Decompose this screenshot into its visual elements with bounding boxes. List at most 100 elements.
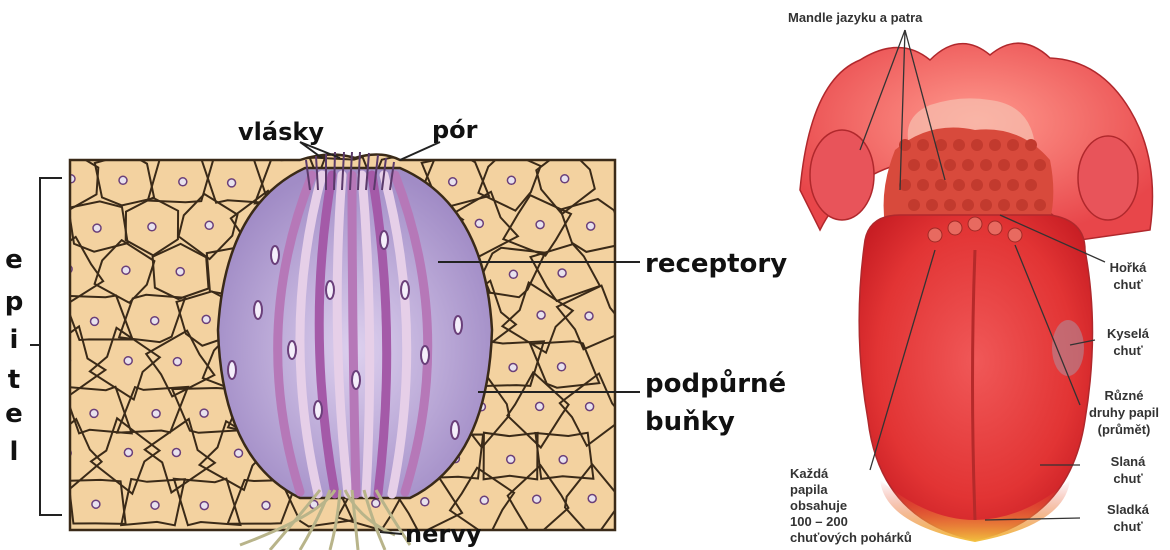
root-bump — [917, 139, 929, 151]
root-bump — [926, 199, 938, 211]
cell-nucleus — [151, 317, 159, 325]
cell-nucleus — [533, 495, 541, 503]
cell-nucleus — [372, 499, 380, 507]
cell-nucleus — [537, 311, 545, 319]
root-bump — [989, 179, 1001, 191]
root-bump — [1016, 199, 1028, 211]
label-sour-2: chuť — [1113, 343, 1143, 358]
label-receptors: receptory — [645, 249, 787, 279]
root-bump — [962, 159, 974, 171]
label-each-1: Každá — [790, 466, 829, 481]
root-bump — [908, 199, 920, 211]
epitel-letter: i — [10, 325, 19, 355]
cell-nucleus — [558, 269, 566, 277]
epitel-letter: l — [10, 437, 19, 467]
label-bitter-2: chuť — [1113, 277, 1143, 292]
root-bump — [1025, 139, 1037, 151]
label-sour-1: Kyselá — [1107, 326, 1150, 341]
root-bump — [953, 179, 965, 191]
tongue-figure: Mandle jazyku a patra Hořká chuť Kyselá … — [788, 10, 1159, 545]
root-bump — [926, 159, 938, 171]
cell-nucleus — [172, 449, 180, 457]
cell-nucleus — [558, 363, 566, 371]
cell-nucleus — [148, 223, 156, 231]
epitel-letter: t — [8, 365, 20, 395]
cell-nucleus — [202, 315, 210, 323]
root-bump — [998, 159, 1010, 171]
root-bump — [944, 159, 956, 171]
tonsil-right — [1078, 136, 1138, 220]
root-bump — [1034, 199, 1046, 211]
epitel-label: e p i t e l — [5, 245, 24, 467]
cell-nucleus — [205, 221, 213, 229]
cell-nucleus — [588, 495, 596, 503]
label-sweet-1: Sladká — [1107, 502, 1150, 517]
cell-nucleus — [585, 312, 593, 320]
root-bump — [1034, 159, 1046, 171]
cell-nucleus — [475, 219, 483, 227]
cell-nucleus — [509, 364, 517, 372]
label-bitter-1: Hořká — [1110, 260, 1148, 275]
root-bump — [935, 179, 947, 191]
label-nerves: nervy — [405, 520, 482, 548]
epitel-letter: p — [5, 287, 24, 317]
label-each-4: 100 – 200 — [790, 514, 848, 529]
cell-nucleus — [586, 403, 594, 411]
root-bump — [917, 179, 929, 191]
root-bump — [1016, 159, 1028, 171]
cell-nucleus — [200, 409, 208, 417]
root-bump — [908, 159, 920, 171]
root-bump — [1007, 179, 1019, 191]
label-papillae-1: Různé — [1105, 388, 1144, 403]
cell-nucleus — [509, 270, 517, 278]
root-bump — [944, 199, 956, 211]
epitel-letter: e — [5, 245, 23, 275]
label-sweet-2: chuť — [1113, 519, 1143, 534]
label-support-line1: podpůrné — [645, 368, 786, 399]
cell-nucleus — [152, 410, 160, 418]
cell-nucleus — [122, 266, 130, 274]
label-salty-1: Slaná — [1111, 454, 1146, 469]
cell-nucleus — [124, 357, 132, 365]
cell-nucleus — [507, 176, 515, 184]
cell-nucleus — [262, 501, 270, 509]
cell-nucleus — [536, 221, 544, 229]
cell-nucleus — [93, 224, 101, 232]
tonsil-left — [810, 130, 874, 220]
taste-bud-figure: e p i t e l vlásky pór receptory podpůrn… — [5, 116, 788, 550]
cell-nucleus — [507, 455, 515, 463]
epitel-letter: e — [5, 399, 23, 429]
cell-nucleus — [151, 501, 159, 509]
cell-nucleus — [92, 500, 100, 508]
root-bump — [971, 139, 983, 151]
cell-nucleus — [536, 402, 544, 410]
cell-nucleus — [559, 456, 567, 464]
root-bump — [980, 199, 992, 211]
label-each-3: obsahuje — [790, 498, 847, 513]
cell-nucleus — [587, 222, 595, 230]
root-bump — [971, 179, 983, 191]
label-papillae-2: druhy papil — [1089, 405, 1159, 420]
cell-nucleus — [200, 502, 208, 510]
cell-nucleus — [91, 317, 99, 325]
label-tonsils: Mandle jazyku a patra — [788, 10, 923, 25]
root-bump — [1025, 179, 1037, 191]
cell-nucleus — [119, 176, 127, 184]
root-bump — [980, 159, 992, 171]
cell-nucleus — [235, 449, 243, 457]
cell-nucleus — [179, 178, 187, 186]
root-bump — [962, 199, 974, 211]
cell-nucleus — [124, 449, 132, 457]
root-bump — [998, 199, 1010, 211]
label-support-line2: buňky — [645, 407, 735, 437]
label-pore: pór — [432, 116, 478, 144]
cell-nucleus — [228, 179, 236, 187]
label-papillae-3: (průmět) — [1098, 422, 1151, 437]
cell-nucleus — [449, 178, 457, 186]
cell-nucleus — [421, 498, 429, 506]
root-bump — [953, 139, 965, 151]
root-bump — [989, 139, 1001, 151]
cell-nucleus — [480, 496, 488, 504]
cell-nucleus — [561, 175, 569, 183]
